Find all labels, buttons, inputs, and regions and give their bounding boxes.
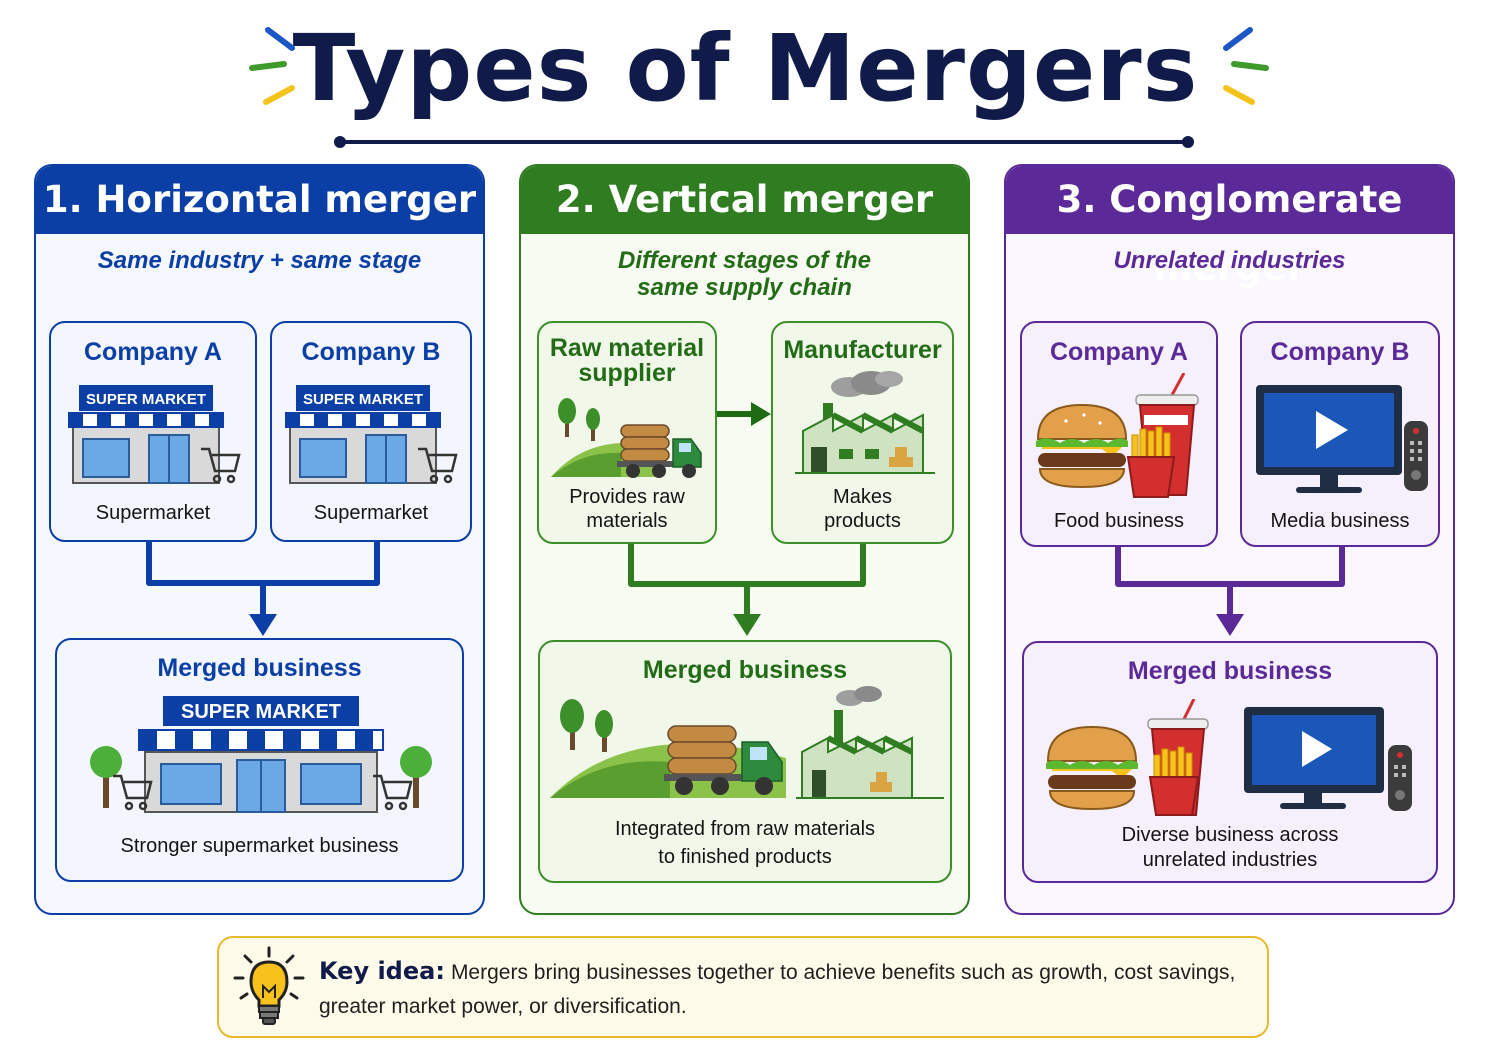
company-a-sign: SUPER MARKET — [86, 391, 206, 408]
tv-play-icon — [1256, 385, 1428, 493]
company-b-card: Company B Media business — [1240, 321, 1440, 547]
company-a-title: Company A — [1050, 338, 1188, 366]
horizontal-merger-panel: 1. Horizontal merger Same industry + sam… — [34, 164, 485, 915]
factory-icon — [796, 686, 944, 799]
company-b-label: Media business — [1270, 510, 1410, 532]
vertical-merge-arrow — [628, 402, 866, 636]
conglomerate-merger-subtitle: Unrelated industries — [1113, 247, 1346, 274]
manufacturer-label-line1: Makes — [833, 486, 892, 508]
sparkle-left-icon — [249, 27, 295, 105]
tree-icon — [558, 398, 576, 437]
tree-icon — [586, 408, 600, 441]
key-idea-body: Mergers bring businesses together to ach… — [319, 961, 1236, 1018]
merged-business-label-line1: Integrated from raw materials — [614, 818, 876, 840]
key-idea-box: Key idea:Mergers bring businesses togeth… — [217, 936, 1269, 1038]
merged-business-label-line2: unrelated industries — [1142, 849, 1318, 871]
integrated-supply-chain-icon — [550, 686, 944, 799]
lightbulb-icon — [233, 946, 305, 1025]
merged-business-card: Merged business — [538, 640, 952, 883]
vertical-merger-panel: 2. Vertical merger Different stages of t… — [519, 164, 970, 915]
tree-icon — [595, 710, 613, 752]
burger-icon — [1036, 403, 1128, 489]
key-idea-text: Key idea:Mergers bring businesses togeth… — [319, 954, 1249, 1024]
horizontal-merger-subtitle: Same industry + same stage — [97, 247, 422, 274]
storefront-icon: SUPER MARKET — [285, 385, 458, 484]
factory-icon — [795, 371, 935, 474]
merged-business-card: Merged business Dive — [1022, 641, 1438, 883]
conglomerate-merger-heading: 3. Conglomerate merger — [1006, 166, 1453, 289]
manufacturer-card: Manufacturer Makes products — [771, 321, 954, 544]
supplier-label-line1: Provides raw — [569, 486, 685, 508]
company-b-title: Company B — [301, 338, 441, 366]
merged-business-label-line1: Diverse business across — [1121, 824, 1339, 846]
horizontal-merge-arrow — [146, 542, 380, 636]
conglomerate-merge-arrow — [1115, 547, 1345, 636]
merged-business-card: Merged business SUPER MARKET Stronger su… — [55, 638, 464, 882]
merged-business-title: Merged business — [157, 654, 362, 682]
vertical-merger-heading: 2. Vertical merger — [521, 166, 968, 234]
title-underline — [334, 136, 1194, 148]
manufacturer-title: Manufacturer — [783, 336, 942, 364]
log-truck-icon — [551, 398, 702, 478]
shopping-cart-icon — [201, 447, 241, 484]
manufacturer-label-line2: products — [824, 510, 901, 532]
vertical-merger-subtitle-line2: same supply chain — [637, 274, 852, 301]
burger-fries-drink-icon — [1046, 699, 1209, 816]
storefront-icon: SUPER MARKET — [90, 696, 432, 813]
company-a-card: Company A SUPER MARKET Supermarket — [49, 321, 257, 542]
company-a-label: Supermarket — [95, 502, 211, 524]
supplier-title-line1: Raw material — [549, 334, 705, 362]
company-a-label: Food business — [1053, 510, 1185, 532]
conglomerate-merger-panel: 3. Conglomerate merger Unrelated industr… — [1004, 164, 1455, 915]
tree-icon — [560, 699, 584, 750]
sparkle-right-icon — [1223, 27, 1269, 105]
merged-business-label-line2: to finished products — [658, 846, 832, 868]
company-b-label: Supermarket — [313, 502, 429, 524]
merged-business-title: Merged business — [1127, 657, 1333, 685]
supplier-label-line2: materials — [586, 510, 668, 532]
merged-business-label: Stronger supermarket business — [120, 835, 399, 857]
merged-business-title: Merged business — [642, 656, 848, 684]
company-a-card: Company A Food business — [1020, 321, 1218, 547]
raw-material-supplier-card: Raw material supplier Provides raw mater… — [537, 321, 717, 544]
company-a-title: Company A — [84, 338, 222, 366]
burger-fries-drink-icon — [1036, 373, 1199, 498]
supplier-title-line2: supplier — [578, 359, 676, 387]
tree-icon — [400, 746, 432, 808]
horizontal-merger-heading: 1. Horizontal merger — [36, 166, 483, 234]
company-b-card: Company B SUPER MARKET Supermarket — [270, 321, 472, 542]
page-title: Types of Mergers — [292, 15, 1199, 122]
company-b-title: Company B — [1270, 338, 1410, 366]
vertical-merger-subtitle-line1: Different stages of the — [618, 247, 871, 274]
company-b-sign: SUPER MARKET — [303, 391, 423, 408]
merged-business-sign: SUPER MARKET — [181, 701, 341, 723]
storefront-icon: SUPER MARKET — [68, 385, 241, 484]
shopping-cart-icon — [373, 774, 413, 811]
shopping-cart-icon — [113, 774, 153, 811]
key-idea-label: Key idea: — [319, 957, 445, 985]
log-truck-icon — [664, 725, 783, 795]
tv-play-icon — [1244, 707, 1412, 811]
tree-icon — [90, 746, 122, 808]
remote-control-icon — [1404, 421, 1428, 491]
shopping-cart-icon — [418, 447, 458, 484]
